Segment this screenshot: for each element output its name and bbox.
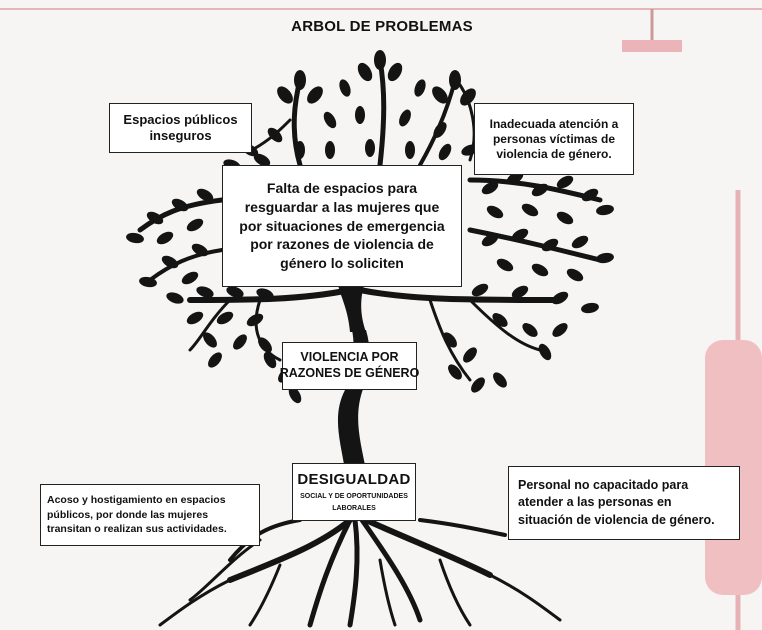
node-inequality: DESIGUALDAD SOCIAL Y DE OPORTUNIDADES LA…	[292, 463, 416, 521]
node-line: VIOLENCIA POR	[300, 350, 399, 365]
node-line: por situaciones de emergencia	[239, 217, 445, 234]
node-line: género lo soliciten	[280, 255, 404, 272]
node-line: violencia de género.	[496, 146, 612, 161]
node-subtitle-line: SOCIAL Y DE OPORTUNIDADES	[300, 493, 408, 501]
tree-leaves	[126, 50, 614, 404]
node-untrained-staff: Personal no capacitado para atender a la…	[508, 466, 740, 540]
node-harassment: Acoso y hostigamiento en espacios públic…	[40, 484, 260, 546]
node-line: por razones de violencia de	[250, 236, 434, 253]
tree-branches	[137, 57, 603, 382]
node-line: públicos, por donde las mujeres	[47, 508, 209, 521]
node-line: RAZONES DE GÉNERO	[279, 366, 420, 380]
node-gender-violence: VIOLENCIA POR RAZONES DE GÉNERO	[279, 342, 420, 390]
node-line: inseguros	[149, 128, 212, 143]
node-title: DESIGUALDAD	[297, 470, 411, 488]
node-line: Inadecuada atención a	[489, 116, 619, 131]
node-central-problem: Falta de espacios para resguardar a las …	[222, 165, 462, 287]
node-line: situación de violencia de género.	[518, 512, 715, 527]
node-line: personas víctimas de	[492, 131, 616, 146]
node-line: resguardar a las mujeres que	[244, 198, 440, 215]
diagram-title: ARBOL DE PROBLEMAS	[291, 18, 473, 35]
node-line: Acoso y hostigamiento en espacios	[47, 493, 226, 506]
node-line: Falta de espacios para	[266, 179, 418, 196]
tree-roots	[158, 517, 562, 628]
node-inadequate-attention: Inadecuada atención a personas víctimas …	[474, 103, 634, 175]
node-subtitle-line: LABORALES	[332, 505, 376, 513]
node-line: Personal no capacitado para	[518, 477, 689, 492]
node-line: transitan o realizan sus actividades.	[47, 523, 227, 536]
node-line: Espacios públicos	[123, 111, 238, 127]
tree-trunk-upper	[338, 285, 366, 332]
node-unsafe-public-spaces: Espacios públicos inseguros	[109, 103, 252, 153]
node-line: atender a las personas en	[518, 495, 672, 510]
